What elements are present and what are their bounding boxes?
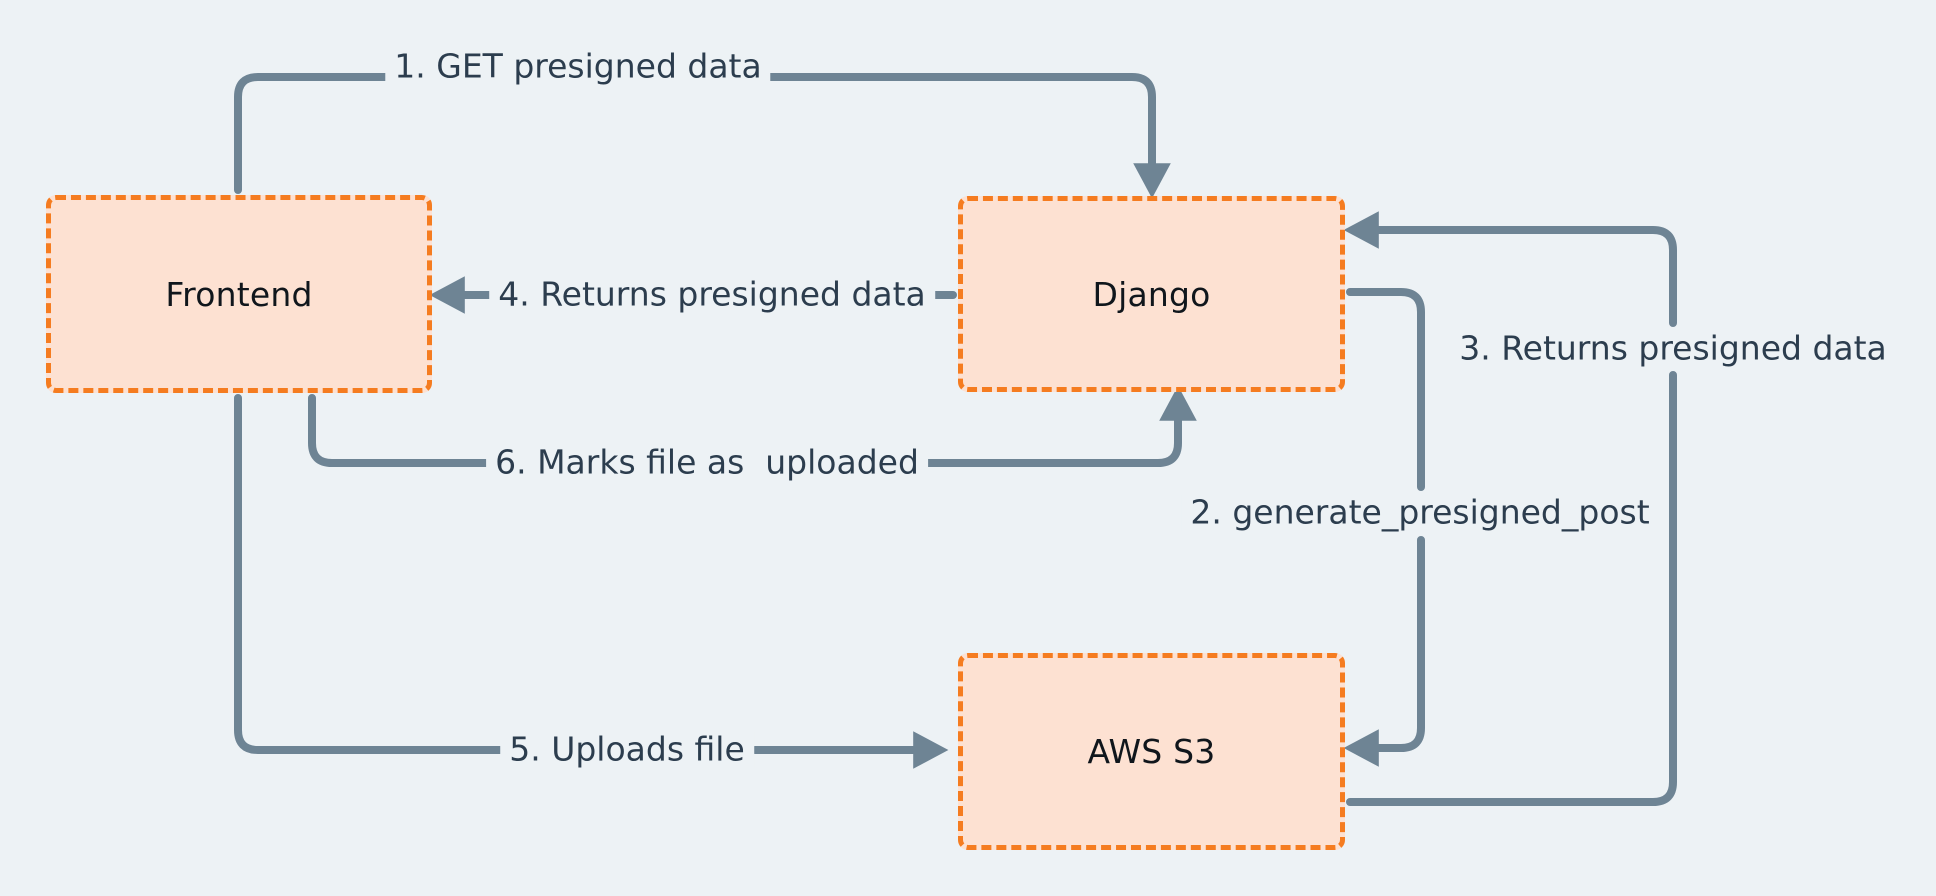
connector-6-marks-file-as-uploaded-b [909,385,1197,467]
connector-1-get-presigned-data-b [718,73,1171,199]
edge-label-2-generate-presigned-post: 2. generate_presigned_post [1181,494,1659,532]
connector-6-marks-file-as-uploaded [308,394,504,467]
connector-1-get-presigned-data [234,73,444,194]
node-frontend-label: Frontend [165,274,313,314]
node-django[interactable]: Django [958,196,1345,392]
edge-label-4-returns-presigned-data: 4. Returns presigned data [489,276,935,314]
connector-3-returns-presigned-data [1346,371,1677,806]
connector-5-uploads-file [234,394,504,754]
connector-3-returns-presigned-data-b [1343,211,1677,327]
connector-2-generate-presigned-post [1346,288,1425,491]
edge-label-1-get-presigned-data: 1. GET presigned data [385,48,771,86]
edge-label-5-uploads-file: 5. Uploads file [500,731,754,769]
node-aws-s3[interactable]: AWS S3 [958,653,1345,850]
connector-2-generate-presigned-post-b [1343,536,1425,767]
node-frontend[interactable]: Frontend [46,195,432,393]
node-aws-s3-label: AWS S3 [1087,732,1216,771]
node-django-label: Django [1092,274,1211,314]
edge-label-3-returns-presigned-data: 3. Returns presigned data [1450,330,1896,368]
edge-label-6-marks-file-as-uploaded: 6. Marks file as uploaded [486,444,928,482]
